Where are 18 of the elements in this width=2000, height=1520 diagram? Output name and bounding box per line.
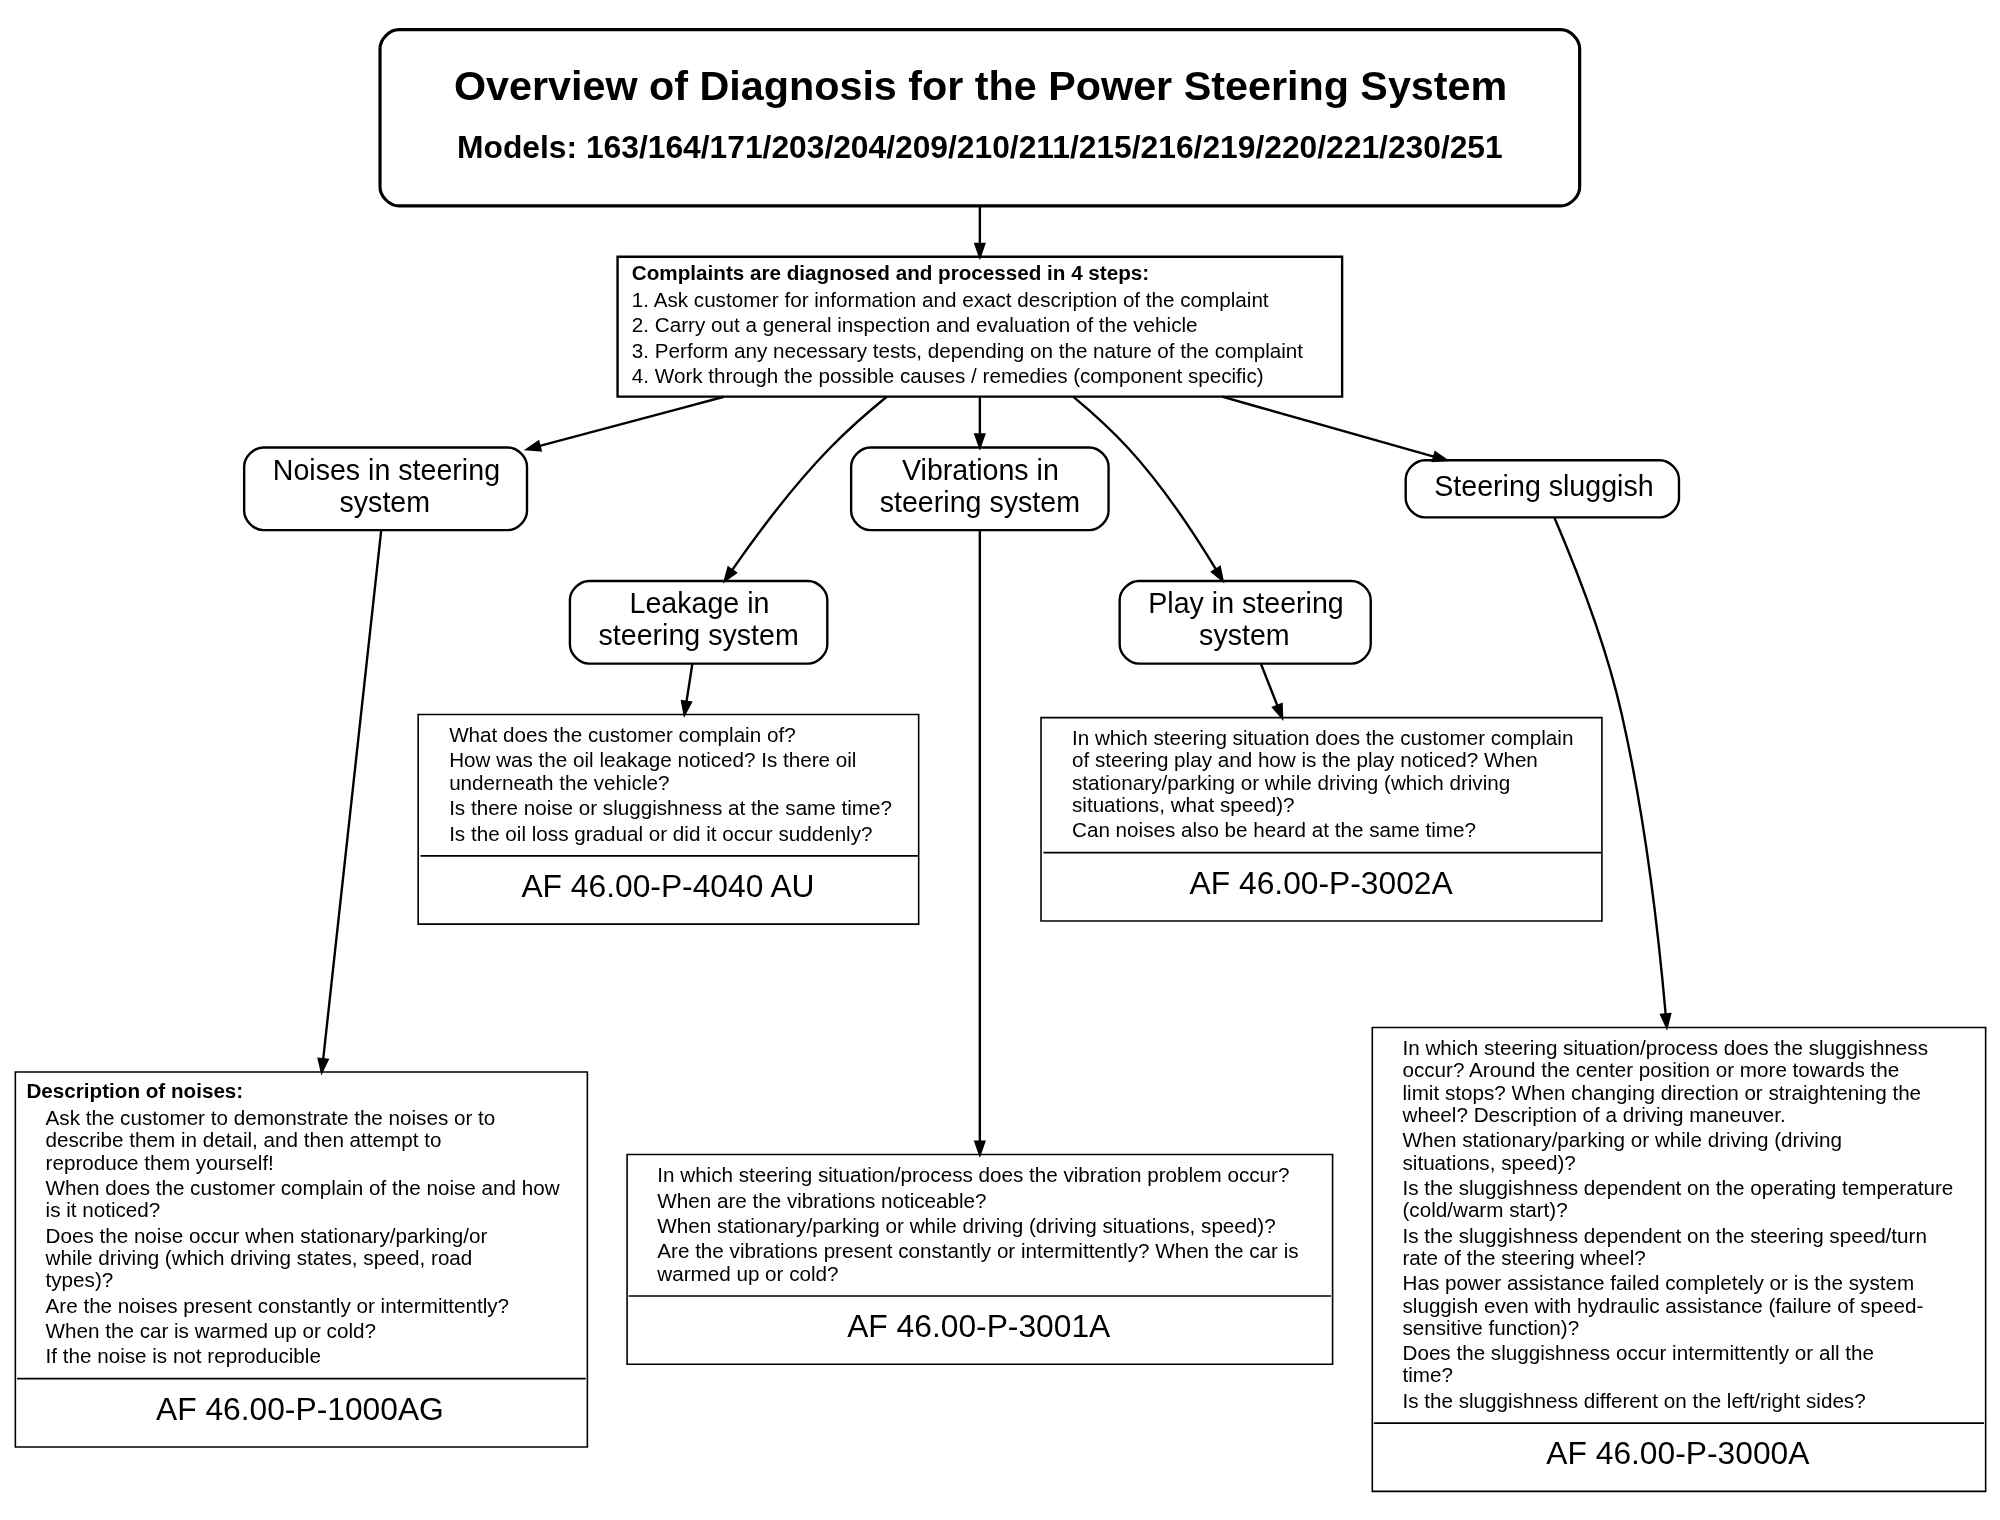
node-box: Steering sluggish — [1404, 458, 1680, 519]
arrow — [680, 663, 693, 718]
node-box: Leakage in steering system — [568, 579, 828, 665]
arrow — [316, 529, 382, 1075]
arrow — [973, 530, 986, 1158]
node-box: Complaints are diagnosed and processed in 4 steps: 1. Ask customer for information and exact description of the complaint 2. Carry out a general inspection and evaluation of the vehicle 3. Perform any necessary tests, depending on the nature of the complaint 4. Work through the possible causes / remedies (component specific) — [615, 255, 1343, 398]
arrow — [523, 395, 724, 452]
arrow — [1552, 517, 1672, 1031]
arrow — [973, 396, 986, 451]
arrow — [1072, 395, 1224, 584]
arrow — [1221, 395, 1450, 462]
node-box: Overview of Diagnosis for the Power Steering System Models: 163/164/171/203/204/209/210/211/215/216/219/220/221/230/251 — [377, 27, 1581, 208]
node-box: Vibrations in steering system — [849, 445, 1110, 531]
arrow — [973, 205, 986, 260]
arrow — [1259, 663, 1283, 721]
arrow — [722, 395, 887, 584]
node-box: Noises in steering system — [242, 445, 528, 531]
node-box: Play in steering system — [1118, 579, 1372, 665]
